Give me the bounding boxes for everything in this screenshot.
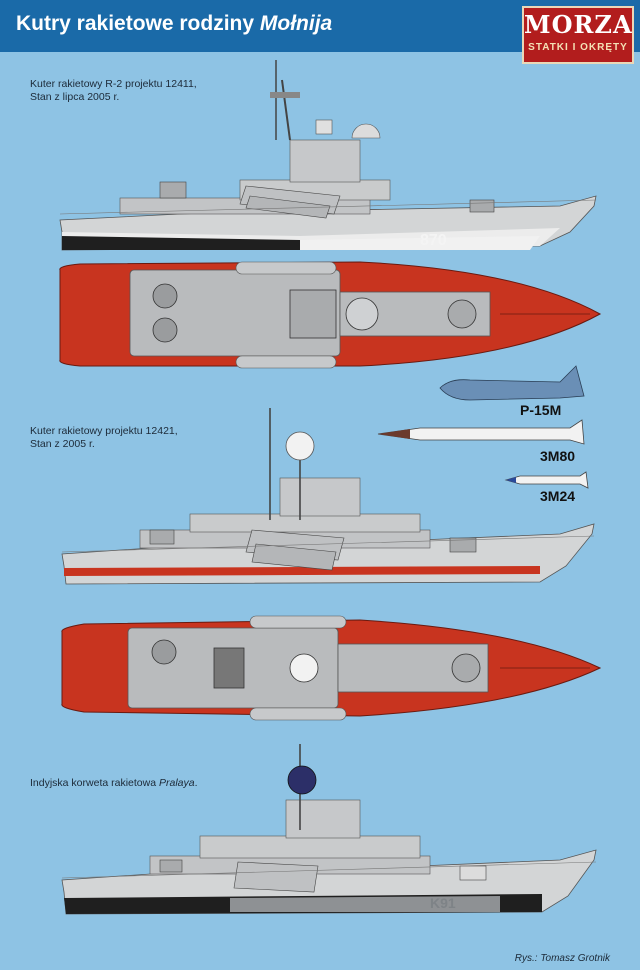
ship-3-caption-name: Pralaya (158, 777, 195, 789)
ship-2-caption-line-1: Kuter rakietowy projektu 12421, (30, 425, 178, 437)
title-ship-class: Mołnija (259, 12, 333, 35)
ship-3-caption: Indyjska korweta rakietowa Pralaya. (30, 777, 198, 790)
ship-1-caption-line-1: Kuter rakietowy R-2 projektu 12411, (30, 78, 197, 90)
title-text: Kutry rakietowe rodziny (16, 12, 260, 35)
ship-3-caption-text: Indyjska korweta rakietowa (30, 777, 159, 789)
missile-p15m (439, 365, 585, 401)
missile-3m80 (377, 419, 585, 445)
ship-1-profile (59, 60, 597, 251)
ship-2-caption-line-2: Stan z 2005 r. (30, 438, 95, 450)
ship-1-caption: Kuter rakietowy R-2 projektu 12411, Stan… (30, 78, 197, 104)
ship-3-profile (61, 744, 597, 915)
missile-label-3m24: 3M24 (540, 488, 576, 504)
ship-1-caption-line-2: Stan z lipca 2005 r. (30, 91, 120, 103)
ship-3-caption-suffix: . (194, 777, 198, 789)
ship-1-hull-number: 870 (420, 232, 447, 249)
ship-2-deck-view (61, 615, 602, 721)
magazine-logo: MORZA STATKI I OKRĘTY (522, 6, 634, 64)
ship-2-profile (61, 408, 595, 585)
ship-3-hull-number: K91 (430, 895, 456, 911)
missile-label-3m80: 3M80 (540, 448, 576, 464)
ship-2-caption: Kuter rakietowy projektu 12421, Stan z 2… (30, 425, 178, 451)
missile-3m24 (504, 471, 589, 489)
logo-subtitle: STATKI I OKRĘTY (528, 42, 628, 53)
ship-1-deck-view (59, 261, 602, 369)
illustration-credit: Rys.: Tomasz Grotnik (514, 953, 610, 964)
missile-label-p15m: P-15M (520, 402, 562, 418)
page-title: Kutry rakietowe rodziny Mołnija (16, 12, 332, 36)
logo-title: MORZA (524, 10, 633, 39)
